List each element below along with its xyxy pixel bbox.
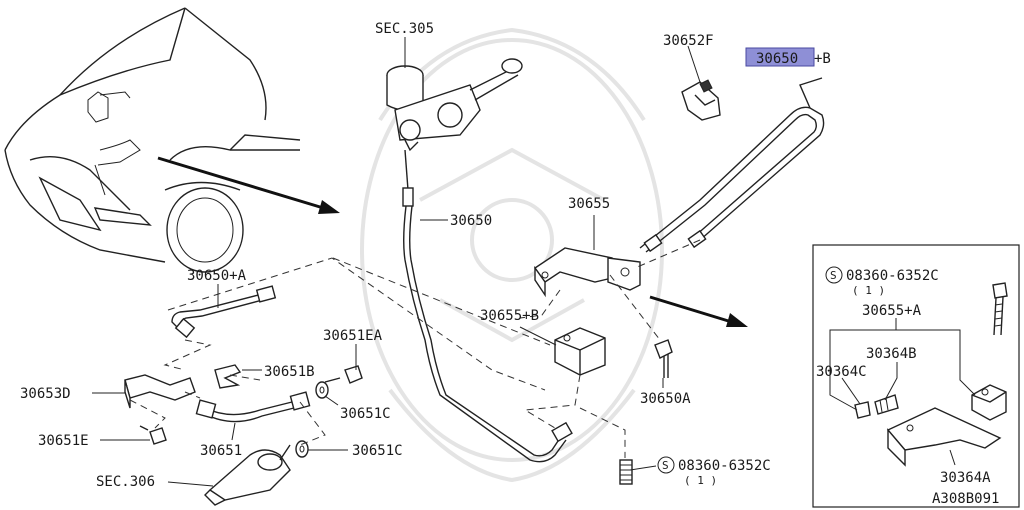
clutch-tube-30650-B	[639, 77, 825, 253]
label-30650A[interactable]: 30650A	[640, 391, 691, 407]
label-30650-suffix-B: +B	[814, 51, 831, 67]
label-30650-A[interactable]: 30650+A	[187, 268, 247, 284]
clutch-hose-30651	[195, 391, 311, 423]
label-30651[interactable]: 30651	[200, 443, 242, 459]
label-30655-A[interactable]: 30655+A	[862, 303, 922, 319]
label-30651E[interactable]: 30651E	[38, 433, 89, 449]
bolt-bottom-quantity: ( 1 )	[684, 474, 717, 487]
s-symbol-inset: S	[830, 269, 837, 282]
washer-30651C-upper	[315, 381, 329, 399]
clutch-slave-cylinder	[204, 444, 291, 506]
leader-lines	[92, 37, 701, 487]
watermark-emblem	[360, 27, 664, 483]
bolt-inset-number: 08360-6352C	[846, 268, 939, 284]
label-sec305[interactable]: SEC.305	[375, 21, 434, 37]
bracket-30653D	[124, 374, 196, 409]
label-30651C-upper[interactable]: 30651C	[340, 406, 391, 422]
diagram-code: A308B091	[932, 491, 999, 507]
part-labels: SEC.305 30652F 30650 +B 30650 30655 3065…	[20, 21, 999, 507]
highlight-box	[745, 47, 815, 67]
washer-30651C-lower	[295, 440, 309, 458]
block-30655-B	[554, 327, 606, 376]
direction-arrow-detail	[649, 295, 748, 327]
label-bolt-bottom[interactable]: S 08360-6352C ( 1 )	[657, 456, 771, 487]
bolt-inset-quantity: ( 1 )	[852, 284, 885, 297]
label-30653D[interactable]: 30653D	[20, 386, 71, 402]
car-illustration	[4, 7, 301, 273]
label-30651C-lower[interactable]: 30651C	[352, 443, 403, 459]
bolt-30650A	[654, 339, 673, 378]
label-30651B[interactable]: 30651B	[264, 364, 315, 380]
label-30650[interactable]: 30650	[450, 213, 492, 229]
label-30650-highlighted[interactable]: 30650	[756, 51, 798, 67]
clip-30652F	[681, 79, 721, 121]
label-30655-B[interactable]: 30655+B	[480, 308, 539, 324]
label-30655[interactable]: 30655	[568, 196, 610, 212]
clutch-tube-30650-A	[171, 285, 277, 339]
clutch-tube-30650	[402, 149, 573, 463]
clip-30651B	[214, 364, 242, 389]
bolt-30651E	[139, 425, 167, 445]
bracket-30655	[534, 247, 641, 298]
label-30364A[interactable]: 30364A	[940, 470, 991, 486]
bolt-bottom-number: 08360-6352C	[678, 458, 771, 474]
detail-inset	[812, 244, 1020, 508]
bolt-30651EA	[324, 365, 363, 384]
direction-arrow-car	[157, 156, 340, 214]
label-30364C[interactable]: 30364C	[816, 364, 867, 380]
label-sec306[interactable]: SEC.306	[96, 474, 155, 490]
label-30652F[interactable]: 30652F	[663, 33, 714, 49]
s-symbol: S	[662, 459, 669, 472]
label-30364B[interactable]: 30364B	[866, 346, 917, 362]
label-30651EA[interactable]: 30651EA	[323, 328, 383, 344]
bolt-08360-6352C-bottom	[619, 459, 633, 485]
label-bolt-inset[interactable]: S 08360-6352C ( 1 )	[825, 266, 939, 297]
assembly-dashed-lines	[129, 239, 701, 458]
clutch-master-cylinder	[386, 58, 523, 152]
